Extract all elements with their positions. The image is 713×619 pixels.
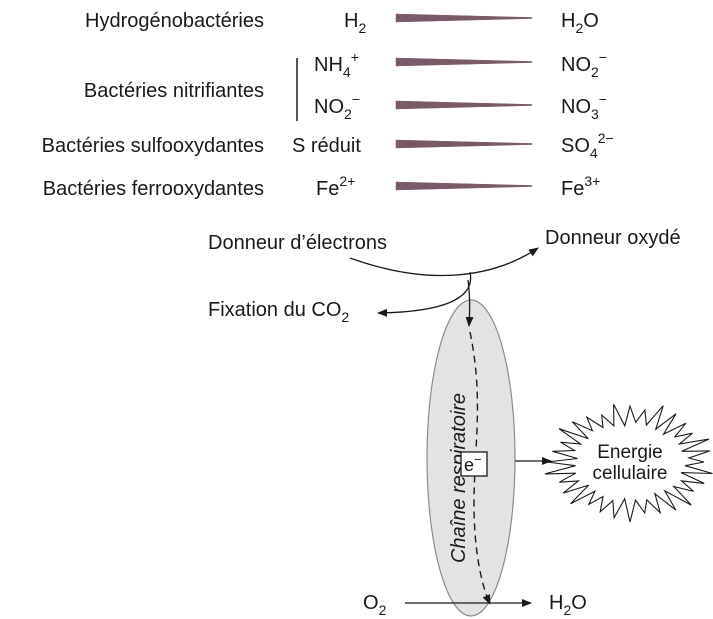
electron-path-dashed xyxy=(469,331,491,605)
product-no2: NO2− xyxy=(561,49,607,80)
donor-s-reduit: S réduit xyxy=(292,135,361,157)
group-label-ferrooxydantes: Bactéries ferrooxydantes xyxy=(43,178,264,200)
oxidation-wedge-sulfur xyxy=(395,139,533,149)
donor-h2: H2 xyxy=(344,10,366,36)
donor-fe2: Fe2+ xyxy=(316,173,355,200)
respiratory-chain-label: Chaîne respiratoire xyxy=(448,393,470,563)
water-label: H2O xyxy=(549,592,587,618)
energy-label-line2: cellulaire xyxy=(593,463,668,484)
electron-flow: Donneur d’électrons Donneur oxydé Fixati… xyxy=(208,227,713,618)
oxidation-wedge-fe xyxy=(395,181,533,191)
electron-symbol: e− xyxy=(464,452,482,475)
oxidized-donor-label: Donneur oxydé xyxy=(545,227,681,249)
energy-starburst-icon xyxy=(544,403,713,523)
oxidation-wedge-nh4 xyxy=(395,57,533,67)
product-so4: SO42− xyxy=(561,130,614,161)
donor-no2: NO2− xyxy=(314,91,360,122)
oxidation-wedge-h2 xyxy=(395,13,533,23)
co2-fixation-label: Fixation du CO2 xyxy=(208,299,349,325)
product-fe3: Fe3+ xyxy=(561,173,600,200)
oxidation-wedge-no2 xyxy=(395,100,533,110)
group-label-nitrifiantes: Bactéries nitrifiantes xyxy=(84,80,264,102)
donor-to-oxidized-arrow xyxy=(349,247,539,277)
electron-box xyxy=(460,451,488,477)
co2-fixation-arrow xyxy=(377,271,472,317)
energy-label-line1: Energie xyxy=(597,442,663,463)
bacteria-table: Hydrogénobactéries H2 H2O Bactéries nitr… xyxy=(42,10,614,200)
product-h2o: H2O xyxy=(561,10,599,36)
donor-nh4: NH4+ xyxy=(314,49,359,80)
group-label-sulfooxydantes: Bactéries sulfooxydantes xyxy=(42,135,264,157)
group-label-hydrogenobacteries: Hydrogénobactéries xyxy=(85,10,264,32)
donor-label: Donneur d’électrons xyxy=(208,232,387,254)
into-chain-arrow xyxy=(465,279,474,327)
oxygen-label: O2 xyxy=(363,592,387,618)
product-no3: NO3− xyxy=(561,91,607,122)
